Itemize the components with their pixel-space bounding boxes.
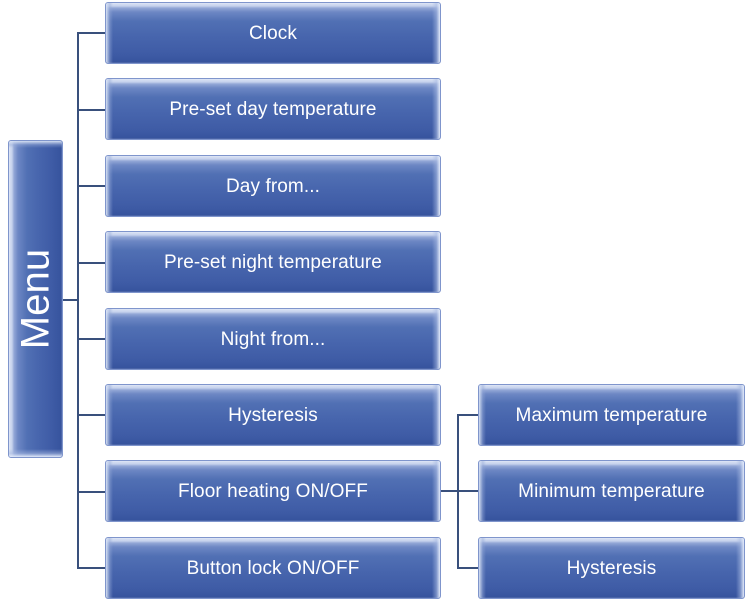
node-button-lock-on-off[interactable]: Button lock ON/OFF bbox=[105, 537, 441, 599]
node-menu-root[interactable]: Menu bbox=[8, 140, 63, 458]
node-maximum-temperature-label: Maximum temperature bbox=[515, 404, 708, 426]
node-minimum-temperature[interactable]: Minimum temperature bbox=[478, 460, 745, 522]
connector-level1-branch-5 bbox=[77, 338, 106, 340]
connector-level1-branch-7 bbox=[77, 491, 106, 493]
connector-level1-branch-2 bbox=[77, 109, 106, 111]
connector-level2-branch-2 bbox=[457, 490, 479, 492]
node-day-from-label: Day from... bbox=[225, 175, 320, 197]
node-hysteresis-level2-label: Hysteresis bbox=[566, 557, 657, 579]
node-menu-root-label: Menu bbox=[13, 248, 58, 350]
node-clock-label: Clock bbox=[248, 22, 297, 44]
node-floor-heating-on-off-label: Floor heating ON/OFF bbox=[178, 480, 368, 502]
connector-level2-stem bbox=[440, 490, 459, 492]
connector-level1-branch-8 bbox=[77, 567, 106, 569]
node-button-lock-on-off-label: Button lock ON/OFF bbox=[186, 557, 360, 579]
connector-level1-branch-4 bbox=[77, 262, 106, 264]
connector-level1-branch-6 bbox=[77, 414, 106, 416]
connector-menu-stem bbox=[62, 299, 79, 301]
node-minimum-temperature-label: Minimum temperature bbox=[518, 480, 705, 502]
connector-level1-branch-1 bbox=[77, 32, 106, 34]
connector-level1-trunk bbox=[77, 32, 79, 568]
connector-level2-branch-3 bbox=[457, 567, 479, 569]
node-hysteresis-level1-label: Hysteresis bbox=[228, 404, 318, 426]
node-preset-day-temperature[interactable]: Pre-set day temperature bbox=[105, 78, 441, 140]
node-clock[interactable]: Clock bbox=[105, 2, 441, 64]
node-preset-day-temperature-label: Pre-set day temperature bbox=[169, 98, 377, 120]
connector-level1-branch-3 bbox=[77, 185, 106, 187]
node-hysteresis-level1[interactable]: Hysteresis bbox=[105, 384, 441, 446]
node-floor-heating-on-off[interactable]: Floor heating ON/OFF bbox=[105, 460, 441, 522]
node-hysteresis-level2[interactable]: Hysteresis bbox=[478, 537, 745, 599]
node-day-from[interactable]: Day from... bbox=[105, 155, 441, 217]
node-night-from-label: Night from... bbox=[220, 328, 326, 350]
connector-level2-branch-1 bbox=[457, 414, 479, 416]
node-night-from[interactable]: Night from... bbox=[105, 308, 441, 370]
node-maximum-temperature[interactable]: Maximum temperature bbox=[478, 384, 745, 446]
node-preset-night-temperature[interactable]: Pre-set night temperature bbox=[105, 231, 441, 293]
node-preset-night-temperature-label: Pre-set night temperature bbox=[164, 251, 382, 273]
